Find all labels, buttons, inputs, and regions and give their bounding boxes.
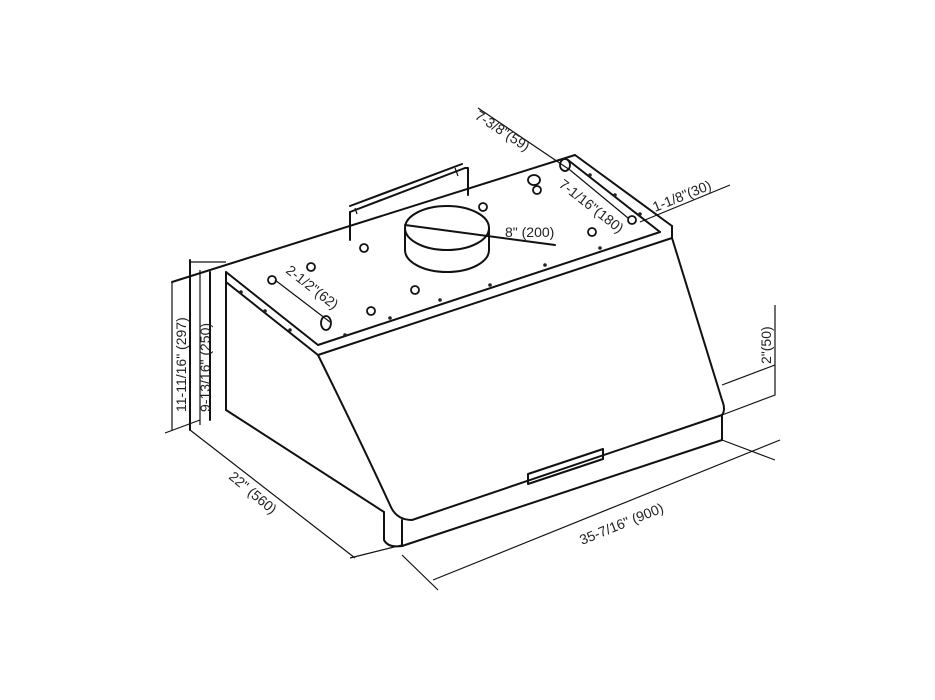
duct-collar	[404, 205, 556, 273]
control-panel-slot	[527, 448, 604, 485]
dim-body-height: 9-13/16" (250)	[197, 323, 213, 412]
top-front-rim	[225, 231, 661, 346]
mounting-holes	[267, 158, 637, 331]
dim-outlet-offset-back: 7-3/8"(59)	[472, 107, 533, 154]
left-side-panel	[225, 281, 385, 513]
dimension-lines	[164, 107, 781, 591]
top-back-edge	[171, 154, 576, 283]
front-bottom-edge	[401, 414, 723, 547]
dim-overall-height: 11-11/16" (297)	[173, 317, 189, 412]
dim-front-lip: 2"(50)	[758, 326, 774, 364]
mounting-plate	[349, 163, 469, 241]
top-front-rim-inner	[225, 237, 673, 356]
dim-width: 35-7/16" (900)	[577, 500, 666, 548]
dim-depth: 22" (560)	[226, 468, 280, 517]
dim-duct-diameter: 8" (200)	[505, 224, 554, 240]
front-face	[317, 237, 725, 521]
rim-screws	[239, 173, 642, 337]
top-right-edge	[574, 154, 673, 227]
